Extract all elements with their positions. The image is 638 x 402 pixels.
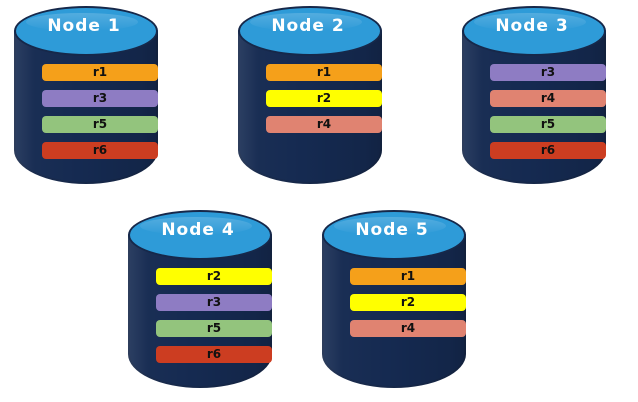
replica-stack: r1 r3 r5 r6 <box>42 64 158 159</box>
node-cylinder-4[interactable]: Node 4 r2 r3 r5 r6 <box>126 208 274 398</box>
replica-bar[interactable]: r5 <box>156 320 272 337</box>
replica-bar[interactable]: r4 <box>350 320 466 337</box>
replica-bar[interactable]: r4 <box>266 116 382 133</box>
replica-stack: r2 r3 r5 r6 <box>156 268 272 363</box>
replica-bar[interactable]: r1 <box>266 64 382 81</box>
replica-bar[interactable]: r2 <box>156 268 272 285</box>
node-title: Node 5 <box>355 220 429 240</box>
replica-stack: r1 r2 r4 <box>266 64 382 133</box>
replica-bar[interactable]: r2 <box>350 294 466 311</box>
node-cylinder-3[interactable]: Node 3 r3 r4 r5 r6 <box>460 4 608 194</box>
node-title: Node 1 <box>47 16 121 36</box>
node-cylinder-5[interactable]: Node 5 r1 r2 r4 <box>320 208 468 398</box>
replica-bar[interactable]: r6 <box>156 346 272 363</box>
replica-bar[interactable]: r2 <box>266 90 382 107</box>
replica-bar[interactable]: r1 <box>350 268 466 285</box>
node-row-top: Node 1 r1 r3 r5 r6 Node 2 r1 r2 r4 Node 3 r3 r4 r5 r6 <box>0 4 638 194</box>
replica-bar[interactable]: r5 <box>490 116 606 133</box>
node-title: Node 4 <box>161 220 235 240</box>
replica-bar[interactable]: r1 <box>42 64 158 81</box>
replica-bar[interactable]: r5 <box>42 116 158 133</box>
node-row-bottom: Node 4 r2 r3 r5 r6 Node 5 r1 r2 r4 <box>0 208 638 398</box>
replica-bar[interactable]: r4 <box>490 90 606 107</box>
replica-bar[interactable]: r3 <box>42 90 158 107</box>
replica-bar[interactable]: r6 <box>490 142 606 159</box>
node-title: Node 3 <box>495 16 569 36</box>
node-cylinder-2[interactable]: Node 2 r1 r2 r4 <box>236 4 384 194</box>
replica-stack: r3 r4 r5 r6 <box>490 64 606 159</box>
replica-bar[interactable]: r3 <box>490 64 606 81</box>
replica-bar[interactable]: r3 <box>156 294 272 311</box>
replica-bar[interactable]: r6 <box>42 142 158 159</box>
node-cylinder-1[interactable]: Node 1 r1 r3 r5 r6 <box>12 4 160 194</box>
replica-stack: r1 r2 r4 <box>350 268 466 337</box>
node-title: Node 2 <box>271 16 345 36</box>
